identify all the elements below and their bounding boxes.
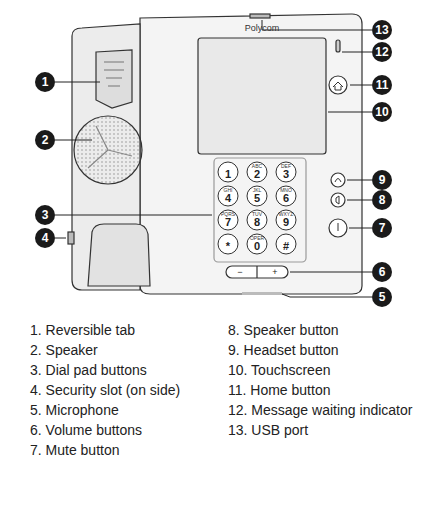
callout-number: 4 [35, 228, 55, 248]
key-letters: GHI [224, 187, 233, 193]
callout-number: 3 [35, 205, 55, 225]
key-digit: 7 [225, 216, 231, 228]
part-list-item: 13. USB port [228, 422, 308, 438]
part-list-item: 2. Speaker [30, 342, 98, 358]
key-digit: # [283, 240, 289, 252]
key-letters: WXYZ [279, 211, 293, 217]
dial-key [276, 186, 296, 206]
usb-port [250, 14, 270, 18]
key-digit: 5 [254, 192, 260, 204]
reversible-tab [96, 50, 132, 108]
brand-logo: Polycom [245, 23, 280, 33]
speaker-button [331, 193, 345, 207]
part-list-item: 4. Security slot (on side) [30, 382, 180, 398]
key-digit: 9 [283, 216, 289, 228]
dial-key [218, 234, 238, 254]
callout-number: 5 [372, 287, 392, 307]
key-digit: 8 [254, 216, 260, 228]
leader-lines [55, 20, 372, 297]
dial-key [247, 210, 267, 230]
key-digit: 4 [225, 192, 231, 204]
dial-pad [214, 158, 306, 262]
dial-key [276, 162, 296, 182]
callout-number: 9 [372, 170, 392, 190]
microphone [242, 292, 282, 295]
callout-number: 2 [35, 130, 55, 150]
key-letters: JKL [253, 187, 262, 193]
dial-key [218, 162, 238, 182]
key-letters: TUV [252, 211, 262, 217]
key-digit: * [226, 240, 230, 252]
speaker-grill [74, 116, 142, 184]
part-list-item: 6. Volume buttons [30, 422, 142, 438]
part-list-item: 12. Message waiting indicator [228, 402, 412, 418]
part-list-item: 5. Microphone [30, 402, 119, 418]
dial-key [276, 234, 296, 254]
part-list-item: 1. Reversible tab [30, 322, 135, 338]
key-letters: OPER [250, 235, 264, 241]
dial-key [247, 186, 267, 206]
key-letters: ABC [252, 163, 262, 169]
dial-key [218, 186, 238, 206]
volume-bar [226, 266, 288, 278]
callout-number: 13 [372, 20, 392, 40]
security-slot [68, 232, 74, 244]
dial-key [218, 210, 238, 230]
dial-key [276, 210, 296, 230]
part-list-item: 10. Touchscreen [228, 362, 330, 378]
callout-number: 8 [372, 190, 392, 210]
part-list-item: 7. Mute button [30, 442, 120, 458]
home-button [329, 76, 347, 94]
callout-number: 12 [372, 42, 392, 62]
message-indicator [336, 40, 340, 52]
part-list-item: 8. Speaker button [228, 322, 339, 338]
part-list-item: 11. Home button [228, 382, 330, 398]
handset-rest [88, 224, 150, 286]
key-letters: DEF [281, 163, 291, 169]
key-digit: 0 [254, 240, 260, 252]
callout-number: 10 [372, 102, 392, 122]
key-letters: MNO [280, 187, 292, 193]
key-digit: 2 [254, 168, 260, 180]
part-list-item: 3. Dial pad buttons [30, 362, 147, 378]
volume-minus: − [237, 267, 242, 277]
callout-number: 6 [372, 262, 392, 282]
headset-button [331, 173, 345, 187]
callout-number: 7 [372, 218, 392, 238]
dial-key [247, 234, 267, 254]
part-list-item: 9. Headset button [228, 342, 339, 358]
callout-number: 1 [35, 72, 55, 92]
key-digit: 3 [283, 168, 289, 180]
key-letters: PQRS [221, 211, 235, 217]
key-digit: 6 [283, 192, 289, 204]
callout-number: 11 [372, 75, 392, 95]
touchscreen [198, 38, 326, 154]
dial-key [247, 162, 267, 182]
key-digit: 1 [225, 168, 231, 180]
phone-body [140, 14, 362, 294]
volume-plus: + [272, 267, 277, 277]
